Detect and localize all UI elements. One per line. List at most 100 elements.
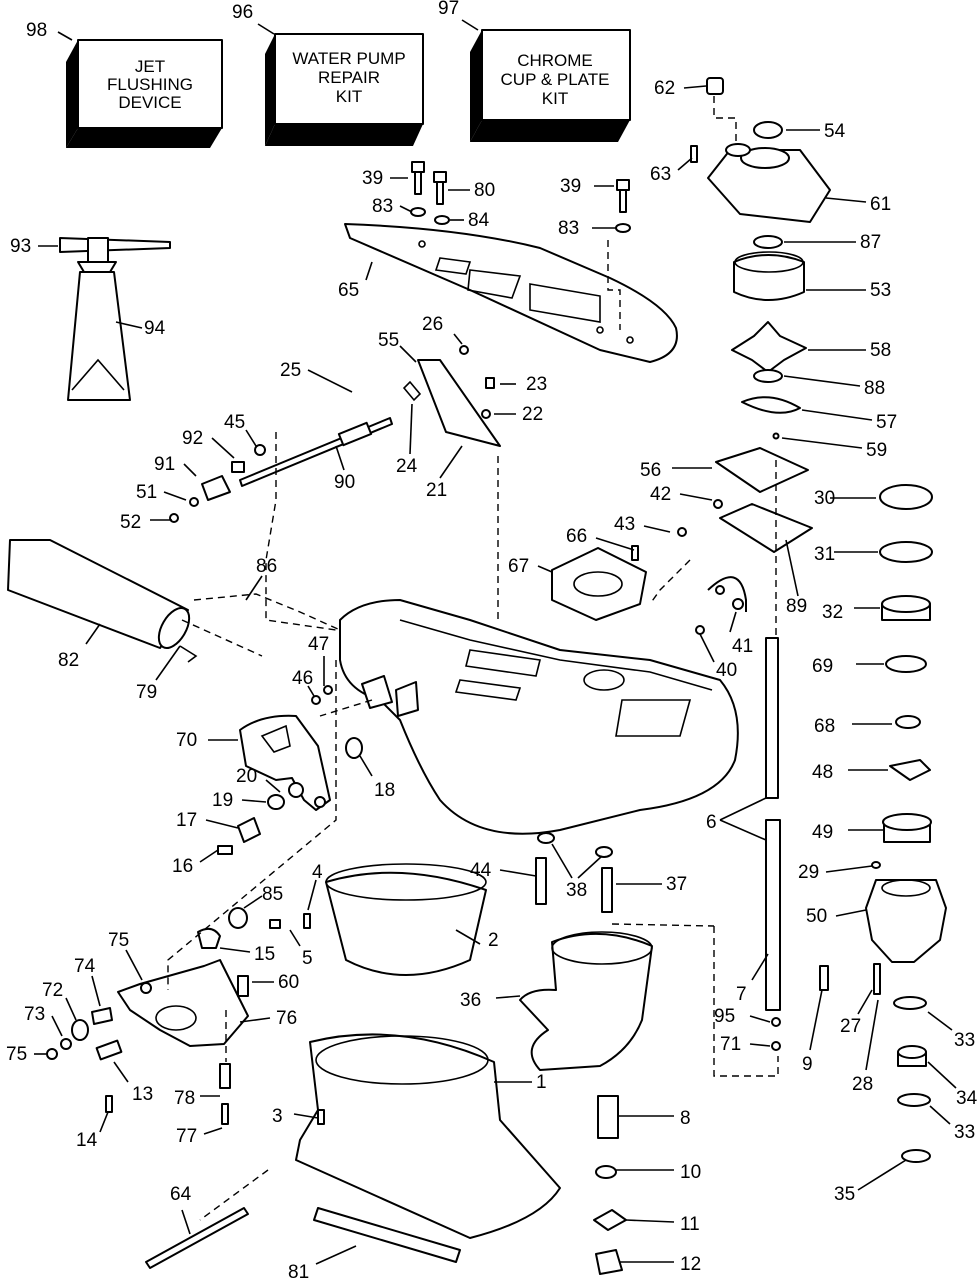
callout-43: 43 <box>614 514 635 535</box>
callout-57: 57 <box>876 412 897 433</box>
callout-17: 17 <box>176 810 197 831</box>
callout-97: 97 <box>438 0 459 19</box>
callout-2: 2 <box>488 930 499 951</box>
callout-71: 71 <box>720 1034 741 1055</box>
callout-88: 88 <box>864 378 885 399</box>
kit-box-96-water-pump-repair-kit: WATER PUMP REPAIR KIT <box>265 33 424 146</box>
callout-10: 10 <box>680 1162 701 1183</box>
callout-20: 20 <box>236 766 257 787</box>
callout-25: 25 <box>280 360 301 381</box>
callout-37: 37 <box>666 874 687 895</box>
callout-30: 30 <box>814 488 835 509</box>
jet-pump-housing-drawing <box>339 499 747 835</box>
callout-92: 92 <box>182 428 203 449</box>
flushing-device-drawing <box>59 237 171 401</box>
callout-11: 11 <box>680 1214 700 1235</box>
callout-27: 27 <box>840 1016 861 1037</box>
callout-80: 80 <box>474 180 495 201</box>
callout-8: 8 <box>680 1108 691 1129</box>
callout-83: 83 <box>372 196 393 217</box>
seals-and-rings-drawing <box>871 484 933 1163</box>
callout-95: 95 <box>714 1006 735 1027</box>
kit-box-97-chrome-cup-plate-kit: CHROME CUP & PLATE KIT <box>470 29 631 142</box>
callout-72: 72 <box>42 980 63 1001</box>
callout-89: 89 <box>786 596 807 617</box>
callout-16: 16 <box>172 856 193 877</box>
callout-44: 44 <box>470 860 492 881</box>
callout-86: 86 <box>256 556 277 577</box>
callout-75: 75 <box>108 930 129 951</box>
callout-40: 40 <box>716 660 737 681</box>
pump-outlet-housing-drawing <box>295 1033 561 1239</box>
callout-90: 90 <box>334 472 355 493</box>
grate-bolts-drawing <box>410 161 631 233</box>
callout-31: 31 <box>814 544 835 565</box>
callout-18: 18 <box>374 780 395 801</box>
kit-96-line-1: WATER PUMP <box>292 49 405 68</box>
callout-50: 50 <box>806 906 827 927</box>
callout-5: 5 <box>302 948 313 969</box>
callout-13: 13 <box>132 1084 153 1105</box>
callout-29: 29 <box>798 862 819 883</box>
callout-91: 91 <box>154 454 175 475</box>
callout-32: 32 <box>822 602 843 623</box>
callout-93: 93 <box>10 236 31 257</box>
kit-97-line-2: CUP & PLATE <box>501 70 610 89</box>
callout-63: 63 <box>650 164 671 185</box>
callout-77: 77 <box>176 1126 197 1147</box>
liner-and-impeller-drawing <box>325 863 653 1071</box>
callout-33: 33 <box>954 1030 975 1051</box>
callout-66: 66 <box>566 526 587 547</box>
impeller-nut-stack-drawing <box>593 1095 627 1275</box>
callout-61: 61 <box>870 194 891 215</box>
callout-24: 24 <box>396 456 418 477</box>
callout-7: 7 <box>736 984 747 1005</box>
kit-98-line-1: JET <box>135 57 165 76</box>
callout-59: 59 <box>866 440 887 461</box>
callout-87: 87 <box>860 232 881 253</box>
steering-nozzle-drawing <box>46 832 613 1125</box>
callout-12: 12 <box>680 1254 701 1275</box>
callout-4: 4 <box>312 862 323 883</box>
callout-9: 9 <box>802 1054 813 1075</box>
callout-74: 74 <box>74 956 96 977</box>
kit-97-line-3: KIT <box>542 89 568 108</box>
callout-75-b: 75 <box>6 1044 27 1065</box>
callout-70: 70 <box>176 730 197 751</box>
kit-98-line-2: FLUSHING <box>107 75 193 94</box>
intake-grate-drawing <box>344 223 678 363</box>
exhaust-tube-drawing <box>7 539 198 663</box>
callout-49: 49 <box>812 822 833 843</box>
callout-41: 41 <box>732 636 753 657</box>
callout-79: 79 <box>136 682 157 703</box>
callout-54: 54 <box>824 121 846 142</box>
callout-35: 35 <box>834 1184 855 1205</box>
callout-6: 6 <box>706 812 717 833</box>
callout-numbers: 98 96 97 62 54 63 61 39 80 83 84 39 83 8… <box>6 0 978 1279</box>
bearing-housing-drawing <box>865 879 947 995</box>
callout-19: 19 <box>212 790 233 811</box>
callout-76: 76 <box>276 1008 297 1029</box>
callout-94: 94 <box>144 318 166 339</box>
callout-62: 62 <box>654 78 675 99</box>
callout-81: 81 <box>288 1262 309 1279</box>
rods-drawing <box>145 1207 461 1269</box>
callout-46: 46 <box>292 668 313 689</box>
callout-58: 58 <box>870 340 891 361</box>
callout-3: 3 <box>272 1106 283 1127</box>
callout-98: 98 <box>26 20 47 41</box>
drive-shaft-drawing <box>765 637 829 1051</box>
alignment-dashed-lines <box>167 96 779 1221</box>
kit-box-98-jet-flushing-device: JET FLUSHING DEVICE <box>66 39 223 148</box>
callout-78: 78 <box>174 1088 195 1109</box>
callout-51: 51 <box>136 482 157 503</box>
callout-28: 28 <box>852 1074 873 1095</box>
callout-68: 68 <box>814 716 835 737</box>
water-pump-stack-drawing <box>690 77 831 553</box>
callout-15: 15 <box>254 944 275 965</box>
callout-22: 22 <box>522 404 543 425</box>
callout-34: 34 <box>956 1088 978 1109</box>
kit-97-line-1: CHROME <box>517 51 593 70</box>
callout-82: 82 <box>58 650 79 671</box>
callout-33-b: 33 <box>954 1122 975 1143</box>
